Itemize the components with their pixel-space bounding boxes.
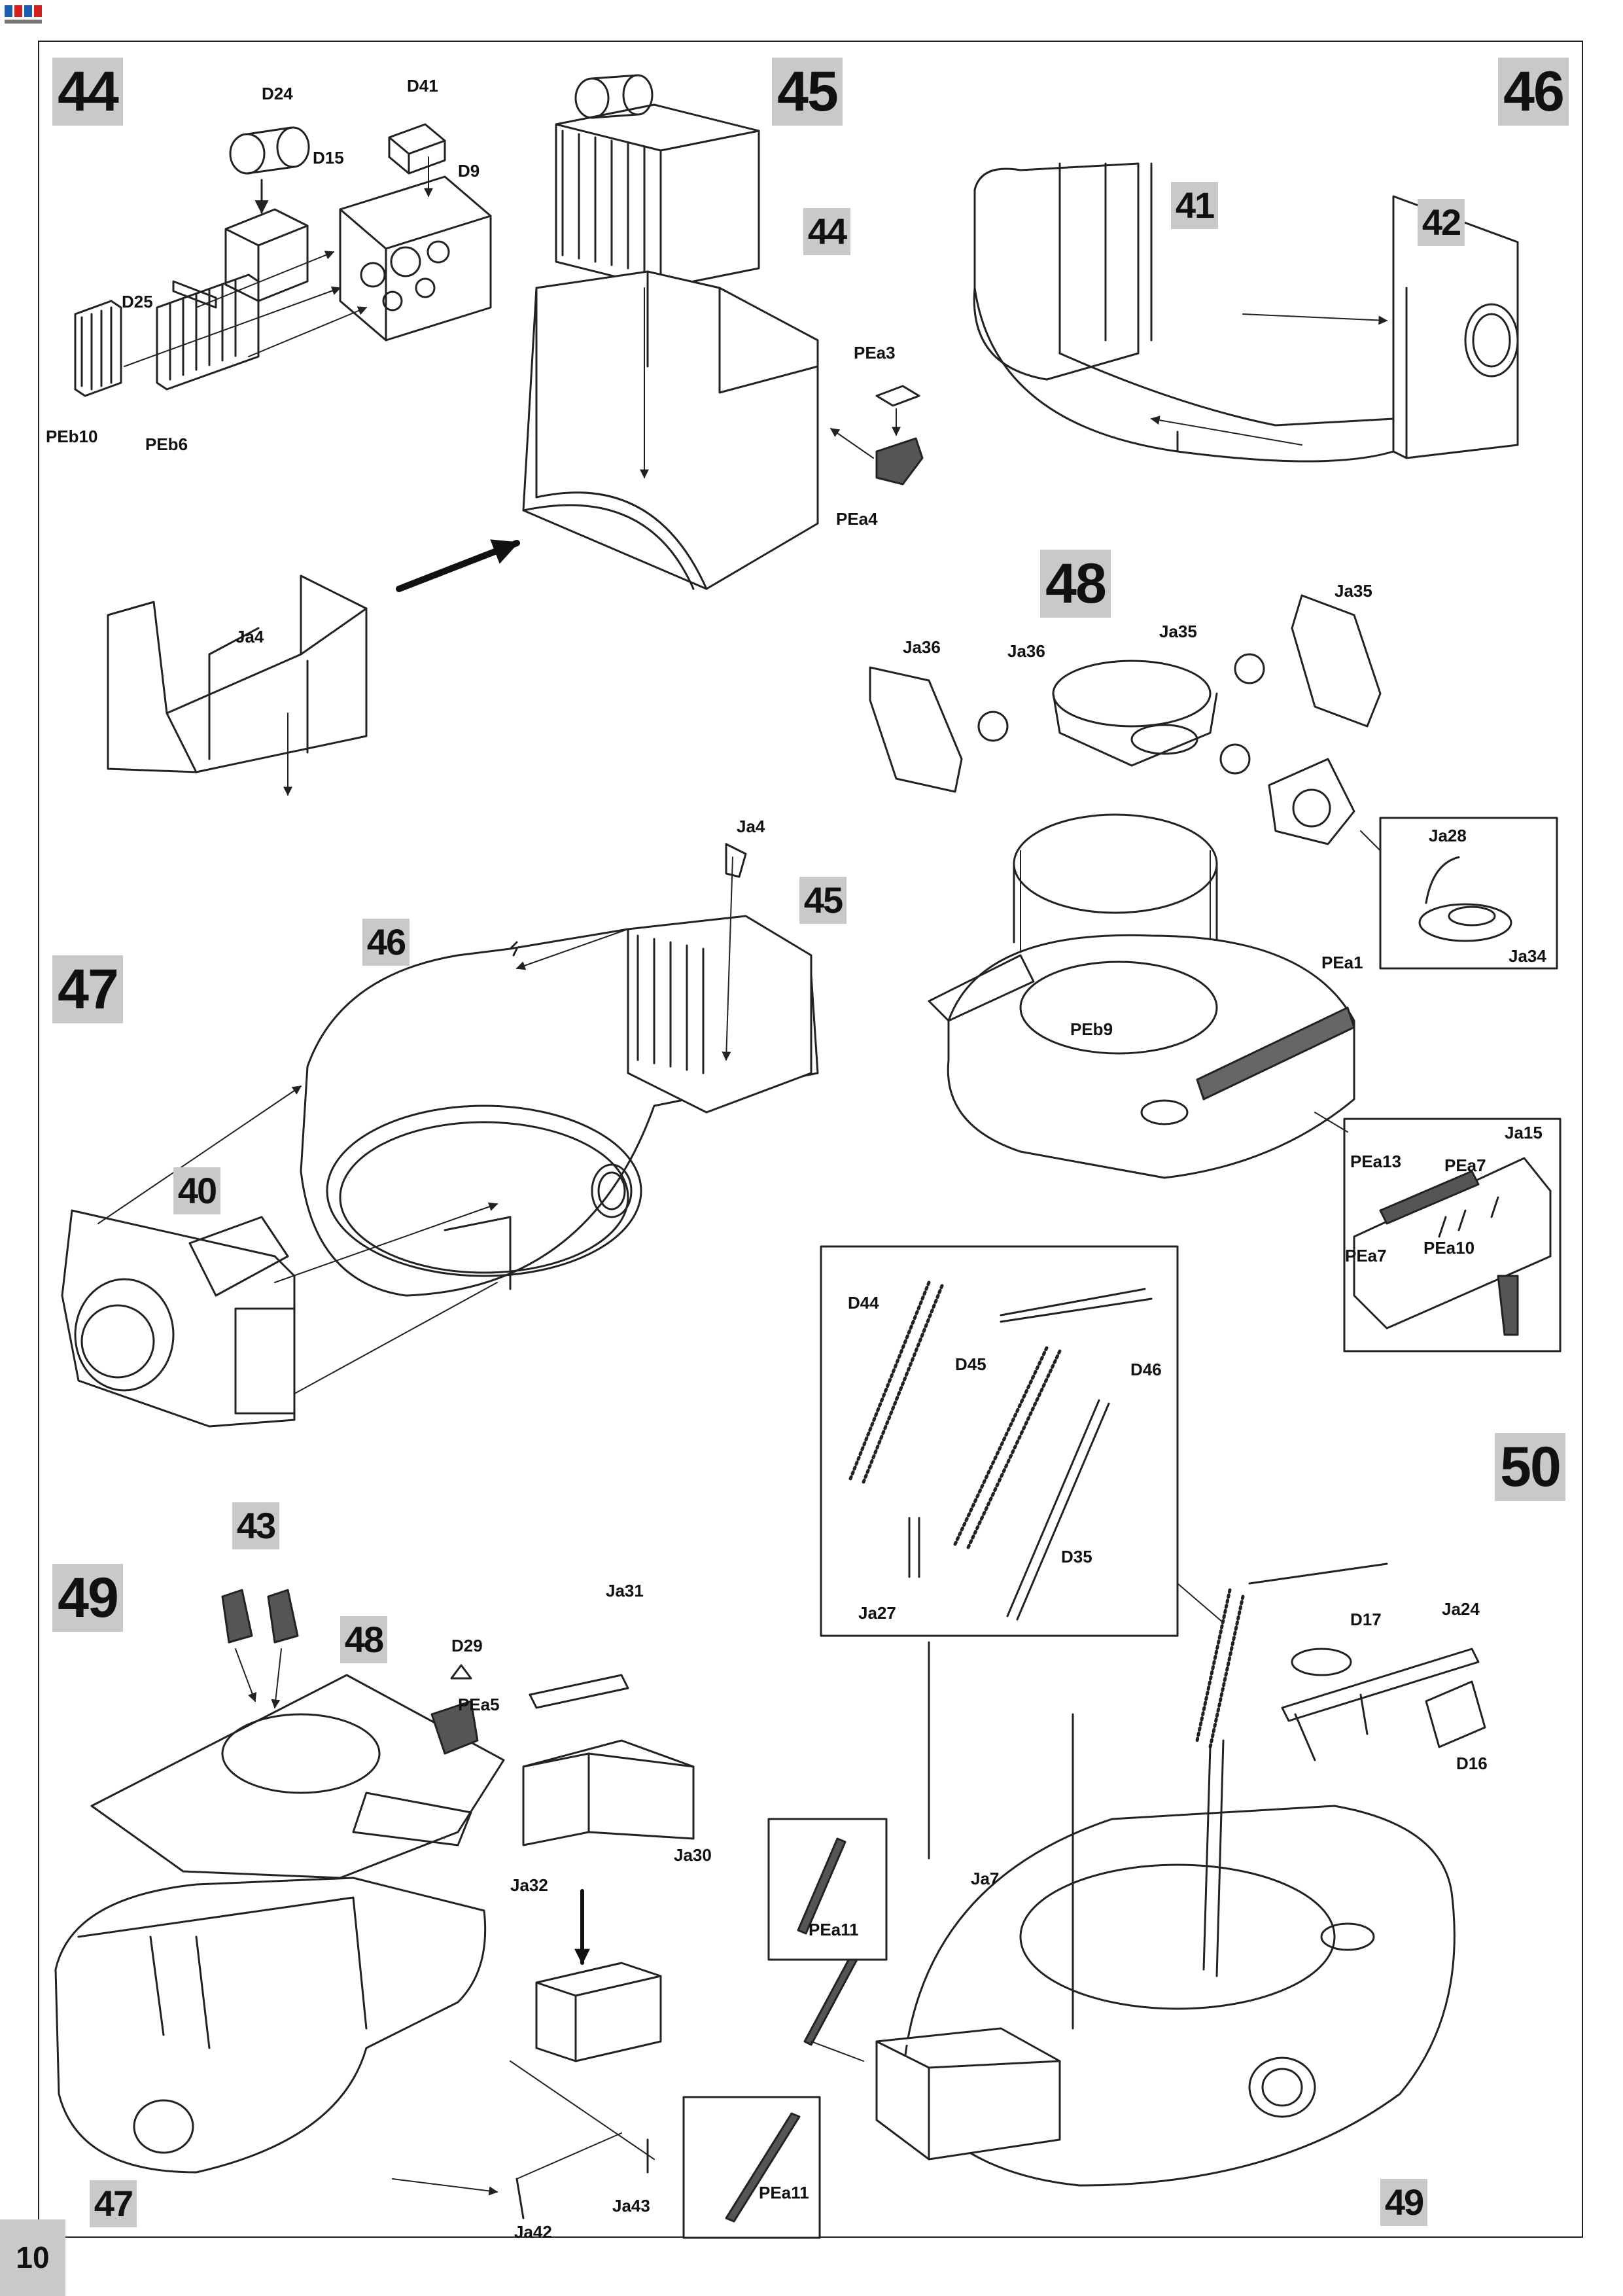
label-pea3: PEa3 <box>854 343 896 362</box>
ref-46: 46 <box>362 919 410 966</box>
label-pea10: PEa10 <box>1423 1238 1475 1258</box>
label-ja34: Ja34 <box>1509 946 1546 966</box>
label-d15: D15 <box>313 148 344 168</box>
label-peb9: PEb9 <box>1070 1019 1113 1039</box>
label-peb6: PEb6 <box>145 434 188 454</box>
step-46-number: 46 <box>1498 58 1569 126</box>
label-ja28: Ja28 <box>1429 826 1467 845</box>
label-ja36-a: Ja36 <box>903 637 941 657</box>
step45-drawing <box>522 74 924 590</box>
step-47-number: 47 <box>52 955 123 1023</box>
label-pea5: PEa5 <box>458 1695 500 1714</box>
step44-drawing <box>74 123 492 397</box>
label-d25: D25 <box>122 292 153 311</box>
label-ja7: Ja7 <box>971 1869 1000 1888</box>
inset-pea13-drawing <box>1314 1112 1562 1352</box>
label-pea4: PEa4 <box>836 509 878 529</box>
ja4-frame-drawing <box>107 574 368 796</box>
label-ja30: Ja30 <box>674 1845 712 1865</box>
ref-41: 41 <box>1171 182 1218 229</box>
label-ja36-b: Ja36 <box>1007 641 1045 661</box>
label-d45: D45 <box>955 1354 986 1374</box>
label-d35: D35 <box>1061 1547 1092 1566</box>
ref-49: 49 <box>1380 2179 1427 2226</box>
step46-drawing <box>973 162 1519 463</box>
label-ja4: Ja4 <box>236 627 264 646</box>
step-48-number: 48 <box>1040 550 1111 618</box>
ref-47: 47 <box>90 2180 137 2227</box>
step49-drawing <box>54 1589 695 2219</box>
label-ja32: Ja32 <box>510 1875 548 1895</box>
ref-44: 44 <box>803 208 850 255</box>
step-44-number: 44 <box>52 58 123 126</box>
label-d9: D9 <box>458 161 480 181</box>
label-ja24: Ja24 <box>1442 1599 1480 1619</box>
label-ja27: Ja27 <box>858 1603 896 1623</box>
ref-48: 48 <box>340 1616 387 1663</box>
label-d24: D24 <box>262 84 293 103</box>
label-ja35-a: Ja35 <box>1159 622 1197 641</box>
ref-42: 42 <box>1418 199 1465 246</box>
label-pea11-a: PEa11 <box>809 1920 859 1939</box>
site-logo <box>4 4 50 26</box>
label-d16: D16 <box>1456 1754 1488 1773</box>
label-pea11-b: PEa11 <box>759 2183 809 2202</box>
page-number: 10 <box>0 2219 65 2296</box>
label-pea1: PEa1 <box>1321 953 1363 972</box>
label-d41: D41 <box>407 76 438 96</box>
inset-tracks-drawing <box>820 1245 1224 1637</box>
ref-43: 43 <box>232 1502 279 1549</box>
step-50-number: 50 <box>1495 1433 1565 1501</box>
label-d29: D29 <box>451 1636 483 1655</box>
label-ja35-b: Ja35 <box>1335 581 1372 601</box>
step48-drawing <box>869 594 1382 1179</box>
label-ja43: Ja43 <box>612 2196 650 2216</box>
label-pea13: PEa13 <box>1350 1152 1402 1171</box>
step50-drawing <box>682 1563 1486 2239</box>
label-d44: D44 <box>848 1293 879 1313</box>
label-d17: D17 <box>1350 1610 1382 1629</box>
ref-40: 40 <box>173 1167 220 1214</box>
label-pea7-b: PEa7 <box>1345 1246 1387 1265</box>
label-ja31: Ja31 <box>606 1581 644 1600</box>
step-45-number: 45 <box>772 58 843 126</box>
label-ja4-step47: Ja4 <box>737 817 765 836</box>
label-pea7-a: PEa7 <box>1444 1156 1486 1175</box>
label-ja42: Ja42 <box>514 2222 552 2242</box>
inset-ja28-drawing <box>1360 817 1558 970</box>
step-49-number: 49 <box>52 1564 123 1632</box>
ref-45: 45 <box>799 877 846 924</box>
label-d46: D46 <box>1130 1360 1162 1379</box>
label-peb10: PEb10 <box>46 427 98 446</box>
step47-drawing <box>61 843 819 1428</box>
label-ja15: Ja15 <box>1505 1123 1543 1142</box>
